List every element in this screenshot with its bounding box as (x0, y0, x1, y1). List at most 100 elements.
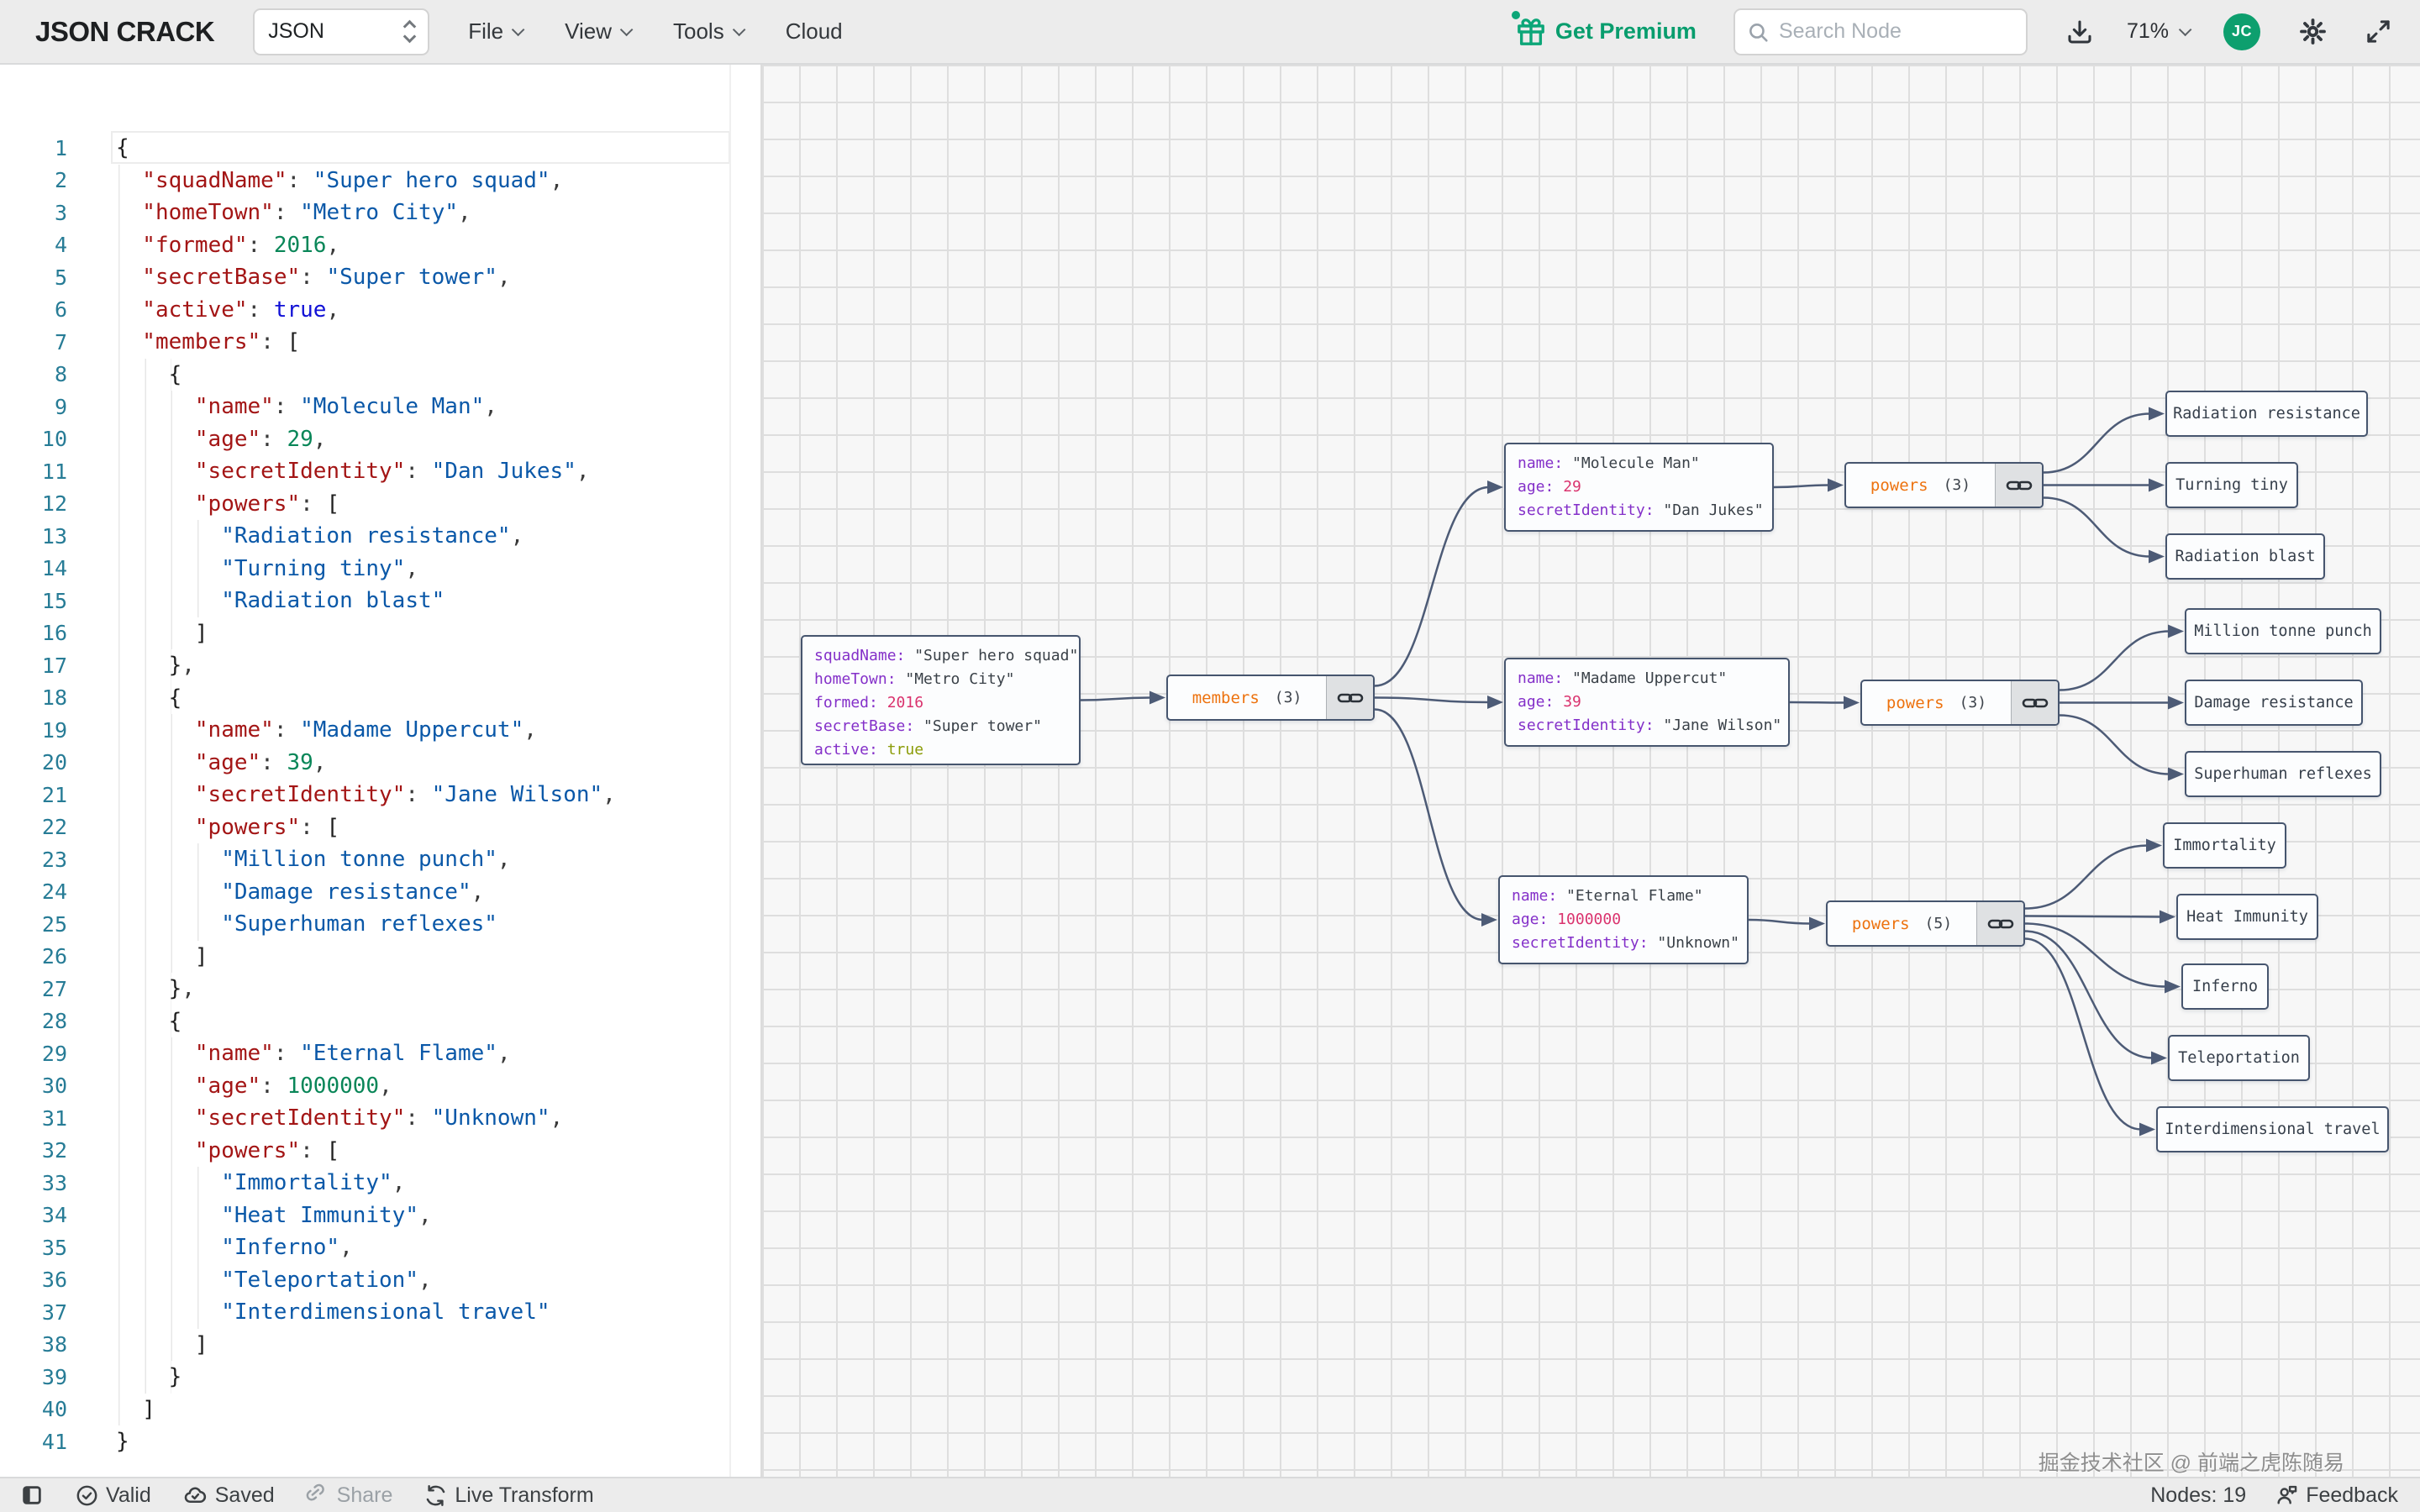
line-number: 20 (41, 750, 67, 775)
collapse-link-button[interactable] (2011, 681, 2058, 724)
graph-array-node[interactable]: powers(5) (1826, 900, 2025, 947)
array-node-label: powers (1886, 693, 1944, 712)
line-code: "age": 1000000, (194, 1073, 392, 1099)
graph-array-node[interactable]: powers(3) (1844, 462, 2044, 508)
line-number: 10 (41, 427, 67, 452)
node-row: squadName: "Super hero squad" (814, 647, 1079, 664)
node-row: formed: 2016 (814, 694, 924, 711)
chevron-down-icon (732, 23, 746, 37)
indent-guides (118, 617, 197, 649)
line-number: 16 (41, 621, 67, 646)
array-node-count: (3) (1943, 476, 1971, 494)
format-select[interactable]: JSON (253, 8, 430, 55)
line-code: "Teleportation", (221, 1267, 432, 1293)
saved-label: Saved (214, 1483, 275, 1507)
indent-guides (118, 326, 145, 359)
collapse-link-button[interactable] (1995, 464, 2042, 507)
indent-guides (118, 1102, 197, 1135)
indent-guides (118, 681, 171, 714)
line-number: 24 (41, 879, 67, 905)
line-code: "Million tonne punch", (221, 847, 511, 873)
menu-label: View (565, 18, 612, 44)
line-code: { (168, 361, 182, 387)
menu-file[interactable]: File (468, 18, 525, 45)
line-code: "Heat Immunity", (221, 1202, 432, 1228)
graph-leaf-node[interactable]: Million tonne punch (2185, 608, 2381, 654)
graph-object-node[interactable]: squadName: "Super hero squad"homeTown: "… (801, 635, 1081, 765)
nodes-count: Nodes: 19 (2150, 1483, 2247, 1507)
leaf-node-text: Teleportation (2178, 1049, 2300, 1067)
array-node-count: (5) (1924, 915, 1953, 932)
line-number: 22 (41, 815, 67, 840)
indent-guides (118, 455, 197, 488)
graph-leaf-node[interactable]: Superhuman reflexes (2185, 751, 2381, 797)
graph-leaf-node[interactable]: Heat Immunity (2176, 894, 2318, 940)
get-premium-button[interactable]: Get Premium (1511, 10, 1697, 46)
search-input[interactable] (1778, 19, 1989, 44)
collapse-link-button[interactable] (1976, 902, 2023, 945)
download-button[interactable] (2066, 18, 2093, 45)
graph-leaf-node[interactable]: Turning tiny (2165, 462, 2298, 508)
graph-leaf-node[interactable]: Immortality (2163, 822, 2286, 869)
graph-array-node[interactable]: powers(3) (1860, 680, 2060, 726)
graph-leaf-node[interactable]: Radiation resistance (2165, 391, 2368, 437)
indent-guides (118, 1296, 224, 1329)
line-number: 6 (54, 297, 67, 323)
line-code: "secretIdentity": "Unknown", (194, 1105, 564, 1131)
indent-guides (118, 552, 224, 585)
json-editor[interactable]: 1{2"squadName": "Super hero squad",3"hom… (0, 65, 760, 1477)
collapse-link-button[interactable] (1326, 676, 1373, 719)
sidebar-toggle-button[interactable] (20, 1483, 44, 1507)
line-code: "Inferno", (221, 1235, 353, 1261)
graph-leaf-node[interactable]: Interdimensional travel (2156, 1106, 2389, 1152)
line-number: 13 (41, 523, 67, 549)
line-code: "powers": [ (194, 491, 340, 517)
feedback-button[interactable]: Feedback (2275, 1483, 2398, 1508)
valid-label: Valid (106, 1483, 151, 1507)
graph-canvas[interactable]: squadName: "Super hero squad"homeTown: "… (762, 65, 2420, 1477)
line-code: "formed": 2016, (142, 232, 340, 258)
line-code: "secretIdentity": "Dan Jukes", (194, 459, 590, 485)
menu-label: File (468, 18, 504, 44)
zoom-control[interactable]: 71% (2127, 19, 2192, 44)
maximize-icon (2367, 20, 2390, 43)
share-button[interactable]: Share (306, 1483, 392, 1508)
graph-leaf-node[interactable]: Damage resistance (2185, 680, 2363, 726)
search-node-box[interactable] (1733, 8, 2028, 55)
graph-array-node[interactable]: members(3) (1166, 675, 1375, 721)
indent-guides (118, 1134, 197, 1167)
panel-divider[interactable] (760, 65, 762, 1477)
menu-label: Cloud (785, 18, 843, 44)
avatar[interactable]: JC (2223, 13, 2260, 50)
line-number: 35 (41, 1235, 67, 1260)
editor-scrollbar[interactable] (729, 65, 731, 1477)
line-code: ] (194, 1331, 208, 1357)
line-code: "Superhuman reflexes" (221, 911, 497, 937)
menu-tools[interactable]: Tools (673, 18, 746, 45)
indent-guides (118, 779, 197, 811)
menu-view[interactable]: View (565, 18, 634, 45)
line-number: 5 (54, 265, 67, 290)
graph-leaf-node[interactable]: Teleportation (2168, 1035, 2310, 1081)
array-node-body: members(3) (1168, 676, 1326, 719)
node-row: age: 29 (1518, 478, 1581, 496)
fullscreen-button[interactable] (2365, 18, 2391, 45)
array-node-label: members (1192, 688, 1260, 707)
graph-leaf-node[interactable]: Inferno (2181, 963, 2269, 1010)
line-number: 37 (41, 1299, 67, 1325)
graph-leaf-node[interactable]: Radiation blast (2165, 533, 2325, 580)
indent-guides (118, 197, 145, 229)
settings-button[interactable] (2299, 18, 2327, 45)
gear-icon (2300, 18, 2326, 45)
chevron-down-icon (619, 23, 634, 37)
line-number: 14 (41, 556, 67, 581)
line-code: "age": 39, (194, 749, 327, 775)
notification-dot (1511, 10, 1520, 19)
line-number: 31 (41, 1105, 67, 1131)
menu-cloud[interactable]: Cloud (786, 18, 843, 45)
live-transform-toggle[interactable]: Live Transform (424, 1483, 594, 1508)
chain-link-icon (1987, 919, 2013, 928)
